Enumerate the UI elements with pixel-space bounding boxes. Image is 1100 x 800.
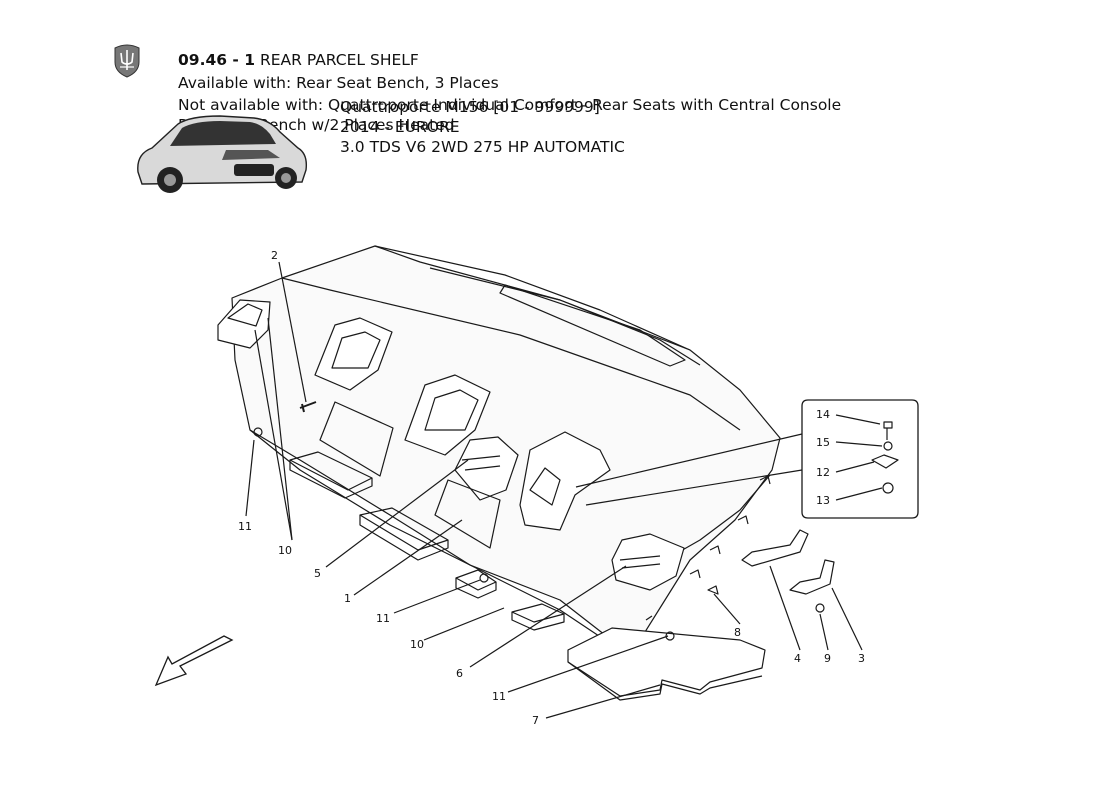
callout-2: 2 [271, 249, 278, 262]
nut-13 [882, 482, 894, 494]
housing-headrest [519, 431, 611, 531]
callout-5: 5 [314, 567, 321, 580]
bracket-3 [789, 559, 835, 595]
direction-arrow-icon [154, 635, 234, 687]
callout-6: 6 [456, 667, 463, 680]
callout-11-a: 11 [238, 520, 252, 533]
fastener-11b [479, 573, 489, 583]
not-available-text: Not available with: Quattroporte Individ… [178, 96, 842, 114]
detail-inset [801, 399, 919, 519]
callout-8: 8 [734, 626, 741, 639]
car-thumbnail-icon [137, 115, 308, 193]
year-region-text: 2014 - EURORE [340, 118, 460, 136]
maserati-trident-icon [114, 44, 140, 78]
lower-shelf [567, 627, 766, 697]
callout-9: 9 [824, 652, 831, 665]
callout-14: 14 [816, 408, 830, 421]
callout-12: 12 [816, 466, 830, 479]
bolt-14 [883, 421, 893, 440]
parcel-shelf-body [231, 245, 781, 641]
fastener-9 [815, 603, 825, 613]
callout-10-b: 10 [410, 638, 424, 651]
callout-11-b: 11 [376, 612, 390, 625]
engine-text: 3.0 TDS V6 2WD 275 HP AUTOMATIC [340, 138, 625, 156]
screw-2 [299, 401, 317, 413]
housing-right [611, 533, 685, 591]
bracket-4 [741, 529, 809, 567]
callout-10-a: 10 [278, 544, 292, 557]
callout-7: 7 [532, 714, 539, 727]
housing-belt [454, 436, 519, 501]
diagram-header: 09.46 - 1 REAR PARCEL SHELF Available wi… [0, 0, 1100, 200]
section-code: 09.46 - 1 [178, 51, 256, 69]
callout-3: 3 [858, 652, 865, 665]
housing-left [217, 299, 271, 349]
page-title: 09.46 - 1 REAR PARCEL SHELF [178, 51, 419, 69]
callout-1: 1 [344, 592, 351, 605]
pad-d [511, 603, 565, 623]
model-text: Quattroporte M156 [01 - 999999] [340, 98, 600, 116]
callout-13: 13 [816, 494, 830, 507]
clip-12 [871, 454, 899, 469]
section-title: REAR PARCEL SHELF [259, 51, 419, 69]
availability-text: Available with: Rear Seat Bench, 3 Place… [178, 74, 499, 92]
fastener-11c [665, 631, 675, 641]
fastener-11a [253, 427, 263, 437]
washer-15 [883, 441, 893, 451]
clip-8 [707, 585, 719, 595]
callout-15: 15 [816, 436, 830, 449]
callout-11-c: 11 [492, 690, 506, 703]
callout-4: 4 [794, 652, 801, 665]
